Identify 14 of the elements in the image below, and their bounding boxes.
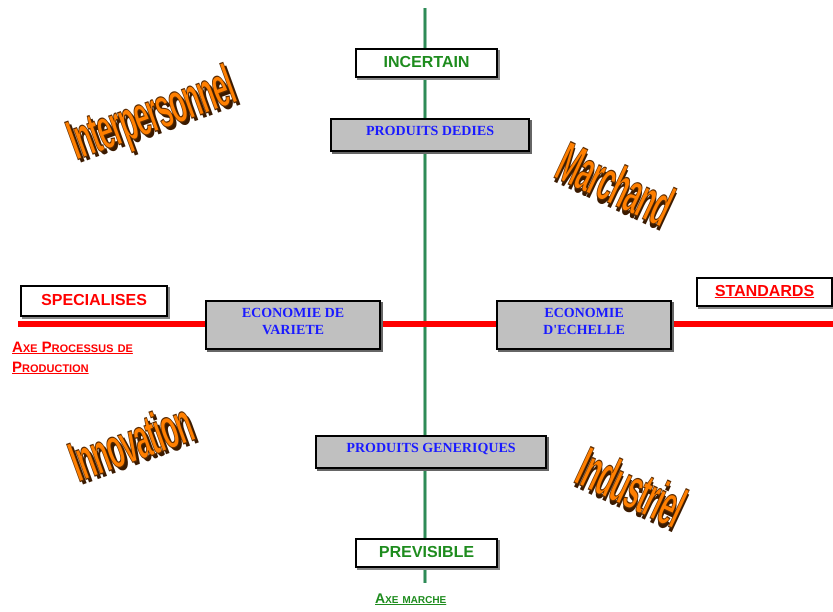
pole-box: SPECIALISES <box>20 285 168 317</box>
pole-box: PREVISIBLE <box>355 538 498 568</box>
word-art-title: Interpersonnel <box>58 54 243 174</box>
word-art-title: Industriel <box>566 436 694 542</box>
category-box: PRODUITS DEDIES <box>330 118 530 152</box>
word-art-title: Marchand <box>546 130 682 240</box>
axis-label: Axe Processus de Production <box>12 338 134 378</box>
axis-label: Axe marche <box>375 590 446 606</box>
category-box: PRODUITS GENERIQUES <box>315 435 547 469</box>
pole-box: STANDARDS <box>696 277 833 307</box>
word-art-title: Innovation <box>60 392 202 496</box>
category-box: ECONOMIE DE VARIETE <box>205 300 381 350</box>
pole-box: INCERTAIN <box>355 48 498 78</box>
category-box: ECONOMIE D'ECHELLE <box>496 300 672 350</box>
